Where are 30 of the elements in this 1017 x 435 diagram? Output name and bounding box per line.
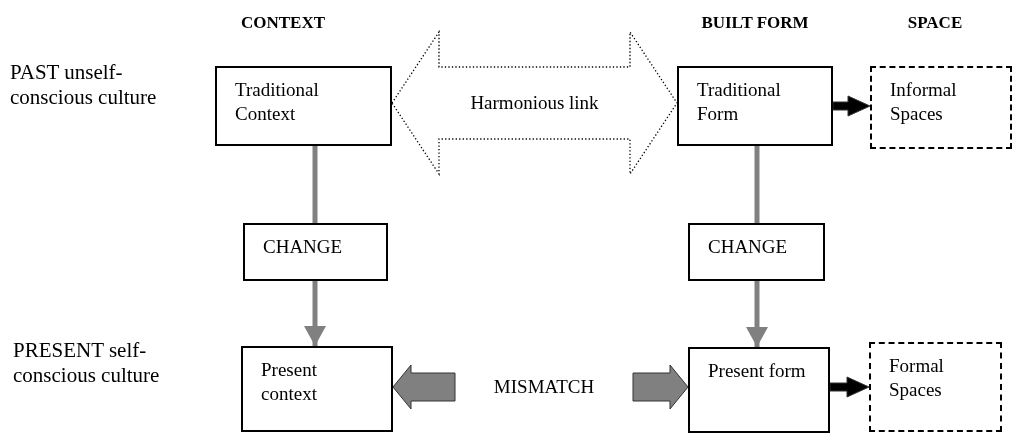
box-text: Present context	[261, 358, 318, 406]
box-text: CHANGE	[263, 235, 344, 259]
arrow	[746, 281, 768, 347]
row-label: PRESENT self- conscious culture	[13, 338, 161, 388]
block-arrow	[392, 364, 456, 410]
dashed-box	[870, 66, 1012, 149]
column-heading: SPACE	[906, 12, 964, 34]
box-text: Traditional Context	[235, 78, 320, 126]
arrow	[304, 281, 326, 346]
process-box	[241, 346, 393, 432]
connector-line	[754, 146, 760, 223]
connector-line	[312, 146, 318, 223]
row-label: PAST unself- conscious culture	[10, 60, 158, 110]
process-box	[688, 223, 825, 281]
block-arrow	[829, 376, 870, 398]
process-box	[677, 66, 833, 146]
box-text: CHANGE	[708, 235, 789, 259]
block-arrow	[632, 364, 689, 410]
process-box	[243, 223, 388, 281]
dashed-box	[869, 342, 1002, 432]
box-text: Traditional Form	[697, 78, 782, 126]
box-text: Formal Spaces	[889, 354, 945, 402]
column-heading: BUILT FORM	[700, 12, 810, 34]
process-box	[688, 347, 830, 433]
process-box	[215, 66, 392, 146]
box-text: Present form	[708, 359, 807, 383]
mismatch-label: MISMATCH	[455, 372, 633, 402]
box-text: Informal Spaces	[890, 78, 958, 126]
column-heading: CONTEXT	[239, 12, 327, 34]
block-arrow	[832, 95, 871, 117]
